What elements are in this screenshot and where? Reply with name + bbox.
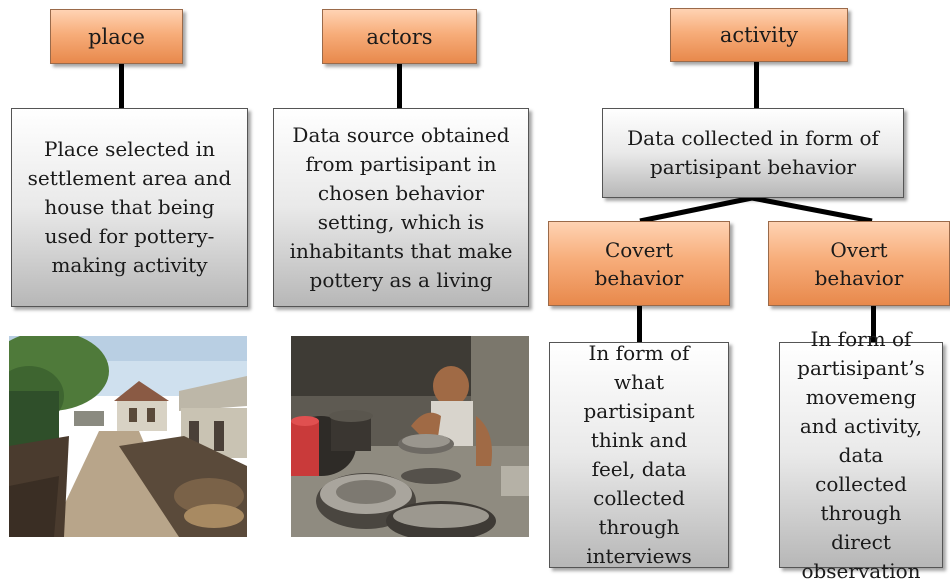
- header-place: place: [50, 9, 183, 64]
- connector-actors: [397, 64, 402, 108]
- connector-overt: [871, 306, 876, 342]
- header-activity: activity: [670, 8, 848, 62]
- activity-description: Data collected in form of partisipant be…: [602, 108, 904, 198]
- covert-description: In form of what partisipant think and fe…: [549, 341, 729, 568]
- place-description: Place selected in settlement area and ho…: [11, 108, 248, 307]
- actors-description: Data source obtained from partisipant in…: [273, 108, 529, 307]
- header-actors: actors: [322, 9, 477, 64]
- settlement-photo: [9, 336, 247, 537]
- connector-place: [119, 64, 124, 108]
- connector-activity: [754, 62, 759, 108]
- activity-branch-connectors: [639, 195, 873, 224]
- connector-covert: [637, 306, 642, 342]
- covert-behavior-box: Covert behavior: [548, 221, 730, 306]
- overt-description: In form of partisipant’s movemeng and ac…: [779, 327, 943, 583]
- overt-behavior-box: Overt behavior: [768, 221, 950, 306]
- potter-photo: [291, 336, 529, 537]
